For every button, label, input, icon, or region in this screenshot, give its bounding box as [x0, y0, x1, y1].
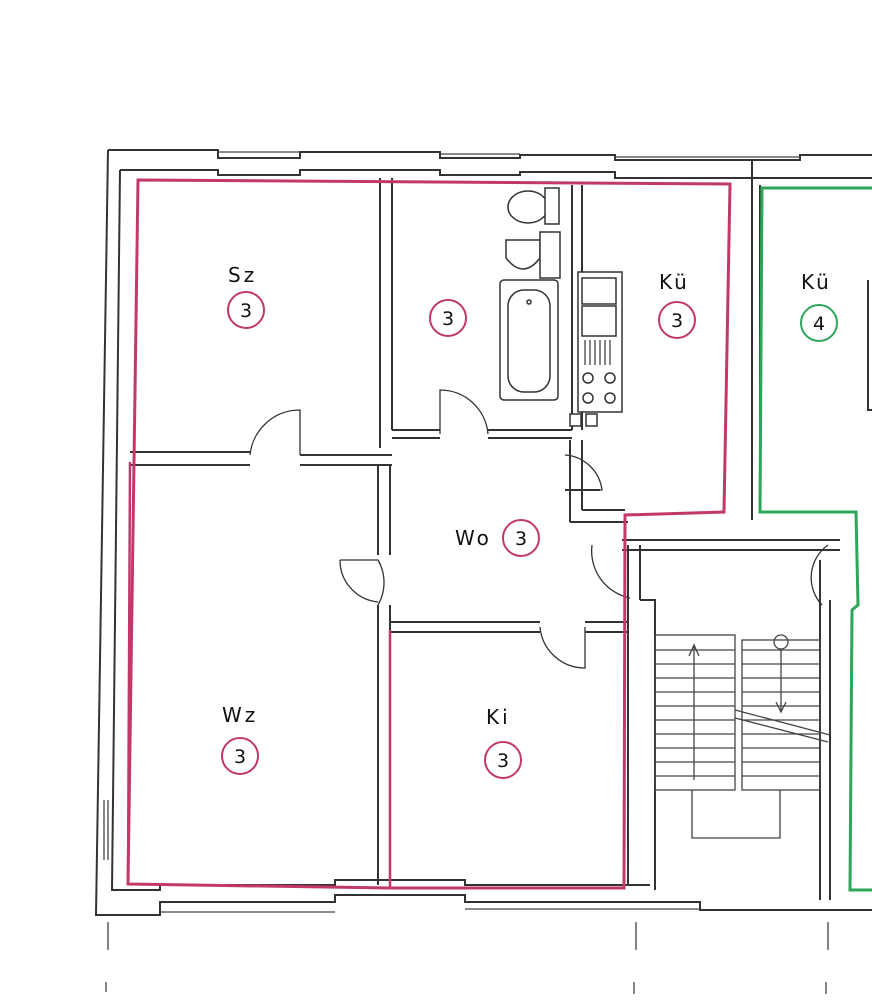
sink-icon: [505, 239, 541, 270]
unit-number-kue-3: 3: [671, 310, 683, 332]
room-kue-4: Kü 4: [800, 270, 838, 342]
room-label-wo: Wo: [455, 526, 492, 550]
room-divider-highlight: [126, 461, 392, 888]
room-kue-3: Kü 3: [658, 270, 696, 339]
unit-badge-ki: [484, 741, 522, 779]
toilet-icon: [507, 190, 549, 224]
unit-badge-kue-3: [658, 301, 696, 339]
stove-icon: [582, 372, 616, 404]
apartment-3-outline: [126, 178, 732, 890]
unit-badge-sz: [227, 291, 265, 329]
room-label-kue-4: Kü: [801, 270, 832, 294]
unit-badge-wo: [502, 519, 540, 557]
room-label-wz: Wz: [222, 703, 258, 727]
unit-number-kue-4: 4: [813, 313, 825, 335]
stair-up-arrow-icon: [688, 643, 700, 780]
apartment-4-outline: [758, 186, 872, 892]
unit-number-wo: 3: [515, 528, 527, 550]
unit-number-wz: 3: [234, 746, 246, 768]
room-label-sz: Sz: [228, 263, 257, 287]
room-label-ki: Ki: [486, 705, 511, 729]
stair-down-arrow-icon: [775, 650, 787, 714]
bathroom-fixtures: [499, 187, 561, 401]
kitchen-fixtures: [569, 271, 623, 427]
outer-walls: [94, 149, 872, 994]
room-wz: Wz 3: [221, 703, 259, 775]
staircase: [654, 634, 831, 839]
unit-badge-wz: [221, 737, 259, 775]
unit-badge-bath: [429, 299, 467, 337]
unit-number-sz: 3: [240, 300, 252, 322]
unit-number-ki: 3: [497, 750, 509, 772]
room-wo: Wo 3: [455, 519, 540, 557]
unit-number-bath: 3: [442, 308, 454, 330]
room-label-kue-3: Kü: [659, 270, 690, 294]
room-sz: Sz 3: [227, 263, 265, 329]
room-bath: 3: [429, 299, 467, 337]
doors: [249, 389, 829, 669]
unit-badge-kue-4: [800, 304, 838, 342]
room-ki: Ki 3: [484, 705, 522, 779]
